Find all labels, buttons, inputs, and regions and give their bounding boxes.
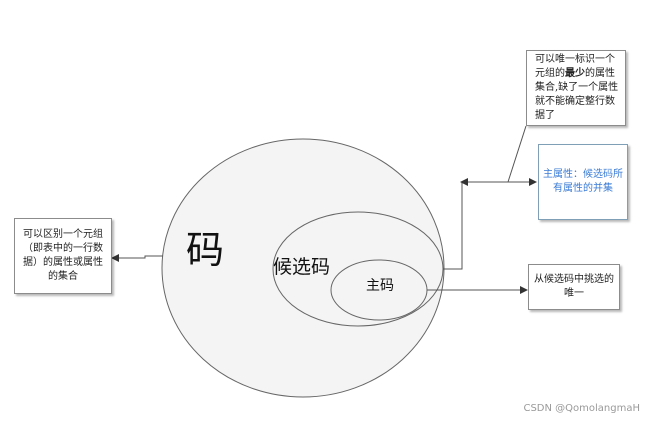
watermark: CSDN @QomolangmaH [523, 403, 640, 414]
note-candidate-text-bold: 最少 [565, 68, 585, 79]
primary-key-label: 主码 [366, 278, 394, 294]
note-candidate-definition: 可以唯一标识一个元组的最少的属性集合,缺了一个属性就不能确定整行数据了 [526, 50, 626, 126]
note-code-definition: 可以区别一个元组（即表中的一行数据）的属性或属性的集合 [14, 218, 112, 294]
note-prime-attribute-text: 主属性：候选码所有属性的并集 [543, 169, 623, 194]
connector-code-to-left-note [111, 254, 163, 262]
note-primary-key-text: 从候选码中挑选的唯一 [534, 274, 614, 299]
code-label: 码 [186, 228, 225, 272]
candidate-key-label: 候选码 [273, 256, 331, 278]
connector-to-top-note [507, 125, 527, 183]
note-candidate-text-b: 的属性集合,缺了一个属性就不能确定整行数据了 [535, 68, 619, 121]
note-candidate-definition-text: 可以唯一标识一个元组的最少的属性集合,缺了一个属性就不能确定整行数据了 [535, 53, 621, 123]
note-primary-key: 从候选码中挑选的唯一 [528, 264, 620, 310]
note-code-definition-text: 可以区别一个元组（即表中的一行数据）的属性或属性的集合 [23, 229, 103, 282]
note-candidate-text-a: 可以唯一标识一个元组的 [535, 54, 615, 79]
note-prime-attribute: 主属性：候选码所有属性的并集 [538, 144, 628, 220]
connector-candidate-trunk [443, 181, 508, 270]
